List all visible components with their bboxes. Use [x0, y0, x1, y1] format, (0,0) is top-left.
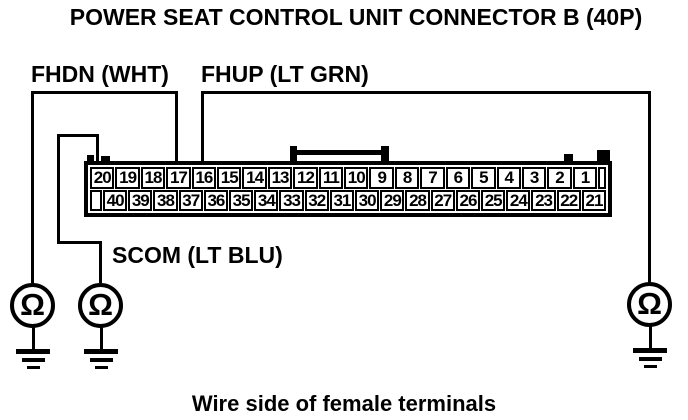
ground-bar: [94, 366, 108, 369]
ground-bar: [89, 358, 113, 362]
ground-stem: [31, 327, 35, 349]
wire-fhdn-to-ohmmeter: [31, 91, 34, 283]
pin-cell-3: 3: [521, 167, 547, 189]
pin-cell-35: 35: [229, 189, 254, 211]
pin-cell-33: 33: [279, 189, 304, 211]
diagram-title: POWER SEAT CONTROL UNIT CONNECTOR B (40P…: [69, 4, 643, 30]
pin-cell-16: 16: [191, 167, 217, 189]
pin-cell-28: 28: [405, 189, 430, 211]
pin-cell-6: 6: [445, 167, 471, 189]
blank-cell-top-right: [598, 167, 606, 189]
signal-label-scom: SCOM (LT BLU): [112, 242, 283, 268]
ohm-symbol: Ω: [88, 287, 113, 322]
pin-cell-2: 2: [547, 167, 572, 189]
pin-cell-7: 7: [420, 167, 445, 189]
pin-cell-1: 1: [572, 167, 598, 189]
ground-bar: [638, 357, 662, 361]
pin-cell-23: 23: [531, 189, 556, 211]
diagram-caption: Wire side of female terminals: [191, 391, 497, 416]
wire-fhup-horizontal: [201, 91, 651, 94]
ohmmeter-icon: Ω: [78, 283, 123, 328]
pin-cell-17: 17: [166, 167, 191, 189]
ground-bar: [26, 366, 40, 369]
pin-cell-24: 24: [506, 189, 531, 211]
pin-cell-13: 13: [267, 167, 293, 189]
pin-cell-4: 4: [496, 167, 521, 189]
pin-cell-5: 5: [471, 167, 496, 189]
pin-cell-29: 29: [380, 189, 405, 211]
pin-cell-37: 37: [178, 189, 203, 211]
connector-key-notch-right-1: [564, 154, 573, 162]
connector-key-notch-left-1: [87, 155, 94, 162]
pin-cell-30: 30: [355, 189, 380, 211]
ground-bar: [84, 349, 118, 354]
pin-cell-36: 36: [203, 189, 229, 211]
pin-cell-27: 27: [430, 189, 455, 211]
pin-cell-39: 39: [128, 189, 153, 211]
connector-key-notch-right-2: [597, 150, 610, 162]
pin-cell-9: 9: [369, 167, 394, 189]
pin-cell-25: 25: [481, 189, 506, 211]
pin-cell-32: 32: [304, 189, 329, 211]
ground-bar: [643, 365, 657, 368]
signal-label-fhdn: FHDN (WHT): [31, 61, 169, 87]
pin-cell-11: 11: [318, 167, 344, 189]
ohm-symbol: Ω: [637, 286, 662, 321]
pin-cell-8: 8: [394, 167, 420, 189]
signal-label-fhup: FHUP (LT GRN): [201, 61, 369, 87]
pin-cell-15: 15: [217, 167, 242, 189]
pin-cell-19: 19: [115, 167, 140, 189]
ohmmeter-icon: Ω: [10, 283, 55, 328]
wire-fhup-to-ohmmeter: [648, 91, 651, 283]
ground-stem: [648, 326, 652, 348]
ground-bar: [21, 358, 45, 362]
wire-fhdn-to-pin17: [175, 91, 178, 165]
pin-cell-40: 40: [103, 189, 128, 211]
pin-cell-31: 31: [329, 189, 355, 211]
pin-cell-21: 21: [581, 189, 607, 211]
wire-scom-to-ohmmeter: [99, 241, 102, 283]
ohm-symbol: Ω: [20, 287, 45, 322]
wire-scom-lower-jog: [57, 241, 102, 244]
ground-icon: [632, 326, 668, 368]
pin-cell-22: 22: [556, 189, 581, 211]
blank-cell-bottom-left: [90, 189, 102, 211]
ground-icon: [15, 327, 51, 369]
wire-scom-upper-jog: [57, 134, 99, 137]
pin-cell-34: 34: [254, 189, 279, 211]
pin-cell-26: 26: [455, 189, 481, 211]
ohmmeter-icon: Ω: [627, 282, 672, 327]
wire-scom-vertical-run: [57, 134, 60, 244]
ground-stem: [99, 327, 103, 349]
wire-fhup-to-pin16: [201, 91, 204, 165]
ground-icon: [83, 327, 119, 369]
pin-cell-12: 12: [293, 167, 318, 189]
wire-fhdn-horizontal: [32, 91, 178, 94]
ground-bar: [633, 348, 667, 353]
pin-cell-10: 10: [344, 167, 369, 189]
wire-scom-from-pin20: [96, 134, 99, 163]
connector-lock-tab-bar: [290, 150, 389, 155]
pin-cell-38: 38: [153, 189, 178, 211]
ground-bar: [16, 349, 50, 354]
pin-cell-20: 20: [90, 167, 115, 189]
pin-cell-14: 14: [242, 167, 267, 189]
connector-key-notch-left-2: [101, 156, 110, 162]
pin-cell-18: 18: [140, 167, 166, 189]
